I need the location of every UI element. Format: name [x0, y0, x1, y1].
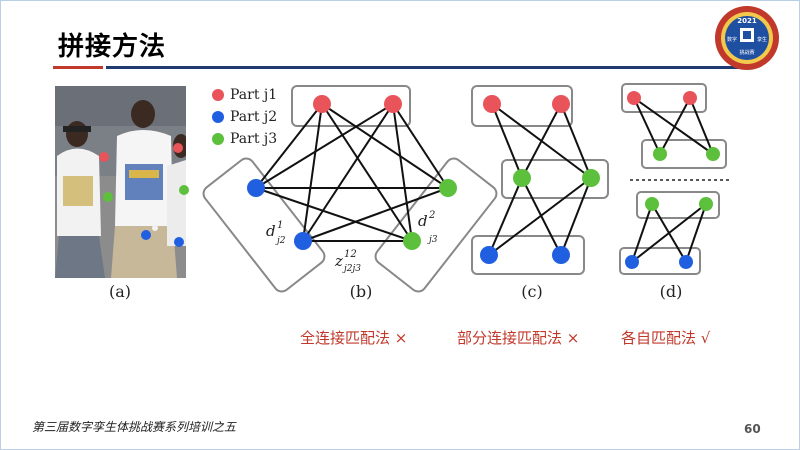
label-d2: d [418, 212, 428, 230]
node-c-green-1 [513, 169, 531, 187]
node-d-green-3 [645, 197, 659, 211]
node-b-green-1 [439, 179, 457, 197]
caption-c: (c) [512, 282, 552, 301]
node-c-red-2 [552, 95, 570, 113]
node-d-blue-2 [679, 255, 693, 269]
footer-text: 第三届数字孪生体挑战赛系列培训之五 [32, 418, 236, 435]
node-b-blue-1 [247, 179, 265, 197]
label-d2-sup: 2 [428, 210, 435, 221]
caption-a: (a) [100, 282, 140, 301]
label-z-sup: 12 [344, 249, 357, 260]
diagram-d-separate-matching [620, 84, 732, 274]
label-z: z [334, 252, 343, 270]
node-b-green-2 [403, 232, 421, 250]
node-b-blue-2 [294, 232, 312, 250]
node-d-red-1 [627, 91, 641, 105]
node-b-red-1 [313, 95, 331, 113]
method-full-connection: 全连接匹配法 × [300, 327, 407, 348]
node-c-green-2 [582, 169, 600, 187]
label-d2-sub: j3 [427, 235, 438, 245]
page-number: 60 [744, 422, 761, 436]
method-partial-connection: 部分连接匹配法 × [457, 327, 579, 348]
node-c-blue-2 [552, 246, 570, 264]
label-d1: d [266, 222, 276, 240]
node-d-green-1 [653, 147, 667, 161]
diagram-c-partial-connection [472, 86, 608, 274]
node-c-red-1 [483, 95, 501, 113]
diagram-b-full-connection: d 1 j2 d 2 j3 z 12 j2j3 [200, 86, 499, 295]
node-c-blue-1 [480, 246, 498, 264]
node-b-red-2 [384, 95, 402, 113]
caption-b: (b) [341, 282, 381, 301]
label-d1-sub: j2 [275, 236, 286, 246]
caption-d: (d) [651, 282, 691, 301]
node-d-blue-1 [625, 255, 639, 269]
method-separate-matching: 各自匹配法 √ [621, 327, 710, 348]
node-d-green-4 [699, 197, 713, 211]
label-d1-sup: 1 [277, 220, 283, 231]
node-d-green-2 [706, 147, 720, 161]
node-d-red-2 [683, 91, 697, 105]
label-z-sub: j2j3 [342, 264, 361, 274]
